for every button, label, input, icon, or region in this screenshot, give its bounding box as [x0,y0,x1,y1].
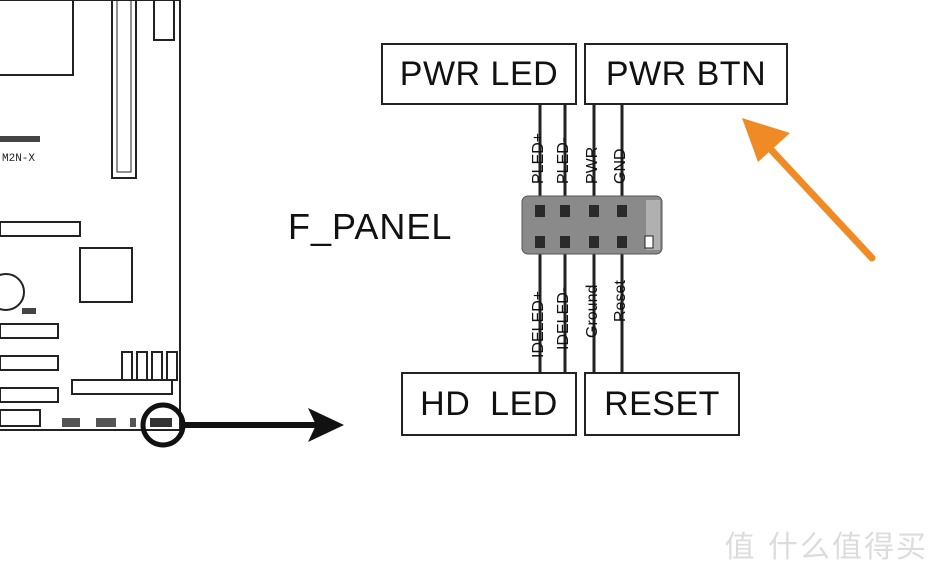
board-jumper [22,308,36,314]
board-sata-3 [0,387,59,403]
hd-led-label: HD LED [420,384,558,423]
reset-box: RESET [584,372,740,436]
board-slot-1 [111,0,137,179]
watermark: 值 什么值得买 [724,530,928,565]
pin-label-ground: Ground [584,284,601,338]
pin-label-ideled-plus: IDELED+ [530,290,547,358]
board-sata-1 [0,323,59,339]
pin-label-reset: Reset [612,280,629,322]
pwr-btn-box: PWR BTN [584,43,788,105]
f-panel-header [521,195,663,255]
arrow-right-icon [183,408,344,442]
pin-label-pwr: PWR [584,146,601,184]
board-slot-3 [153,0,175,41]
pin-label-ideled-minus: IDELED- [555,286,572,350]
reset-label: RESET [604,384,720,423]
f-panel-title: F_PANEL [288,206,453,247]
pin-label-pled-minus: PLED- [555,136,572,184]
arrow-up-left-icon [742,118,876,262]
board-front-headers [62,418,136,427]
pwr-led-label: PWR LED [399,54,559,93]
board-chip [0,136,40,142]
board-slot-2 [116,0,132,173]
board-ide [71,379,173,395]
pin-label-pled-plus: PLED+ [530,132,547,184]
pwr-btn-label: PWR BTN [605,54,767,93]
pin-label-gnd: GND [612,148,629,184]
hd-led-box: HD LED [401,372,577,436]
board-small-1 [0,409,41,427]
board-sata-2 [0,355,59,371]
board-pci-slot [0,221,81,237]
board-edge [0,0,181,431]
board-model-label: M2N-X [2,153,36,165]
motherboard-sketch [0,0,186,448]
f-panel-header-mini [150,418,172,427]
pwr-led-box: PWR LED [381,43,577,105]
wires [538,101,624,372]
board-battery [0,273,25,311]
board-chipset [79,247,133,303]
board-cpu-socket [0,0,74,76]
